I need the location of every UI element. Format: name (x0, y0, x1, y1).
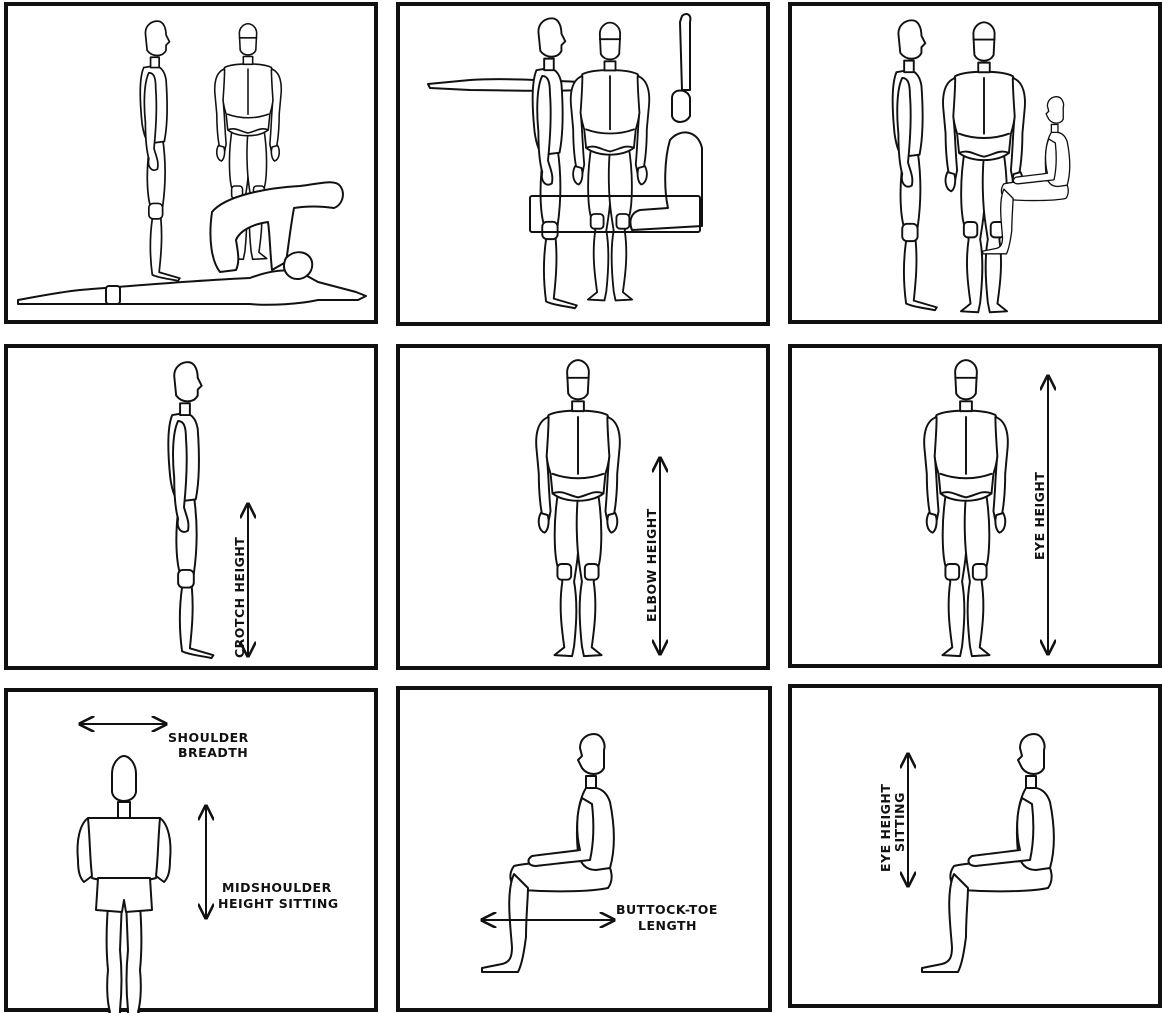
panel-elbow-height: ELBOW HEIGHT (398, 346, 768, 668)
eye-height-label: EYE HEIGHT (1032, 472, 1047, 560)
shoulder-breadth-label-line1: SHOULDER (168, 730, 249, 745)
elbow-height-label: ELBOW HEIGHT (644, 508, 659, 622)
eye-height-sitting-label-line1: EYE HEIGHT (878, 784, 893, 872)
buttock-toe-label-line2: LENGTH (638, 918, 697, 933)
buttock-toe-label-line1: BUTTOCK-TOE (616, 902, 718, 917)
crotch-height-label: CROTCH HEIGHT (232, 537, 247, 658)
panel-shoulder-breadth-midshoulder: SHOULDER BREADTH MIDSHOULDER HEIGHT SITT… (6, 690, 376, 1013)
midshoulder-label-line2: HEIGHT SITTING (218, 896, 339, 911)
panel-postures-2 (398, 4, 768, 324)
panel-crotch-height: CROTCH HEIGHT (6, 346, 376, 668)
panel-eye-height: EYE HEIGHT (790, 346, 1160, 666)
panel-postures-3 (790, 4, 1160, 322)
midshoulder-label-line1: MIDSHOULDER (222, 880, 332, 895)
panel-buttock-toe-length: BUTTOCK-TOE LENGTH (398, 688, 770, 1010)
eye-height-sitting-label-line2: SITTING (892, 792, 907, 852)
shoulder-breadth-label-line2: BREADTH (178, 745, 248, 760)
panel-eye-height-sitting: EYE HEIGHT SITTING (790, 686, 1160, 1006)
panel-postures-1 (6, 4, 376, 322)
